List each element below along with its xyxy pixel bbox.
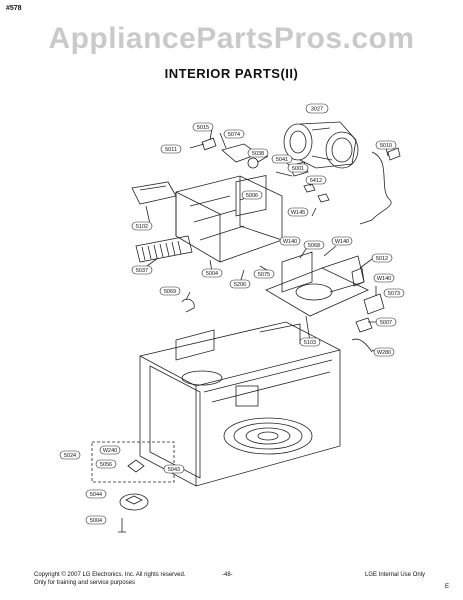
callout-label: 5037 xyxy=(136,268,148,274)
callout-label: 5041 xyxy=(276,157,288,163)
cavity-drawing xyxy=(139,321,341,487)
copyright-notice: Copyright © 2007 LG Electronics. Inc. Al… xyxy=(34,571,186,587)
callout-5038: 5038 xyxy=(247,148,269,158)
fan-motor-drawing xyxy=(283,121,359,169)
callout-label: 5015 xyxy=(197,125,209,131)
callout-label: 5004 xyxy=(90,518,102,524)
callout-label: 5024 xyxy=(64,453,76,459)
callout-5102: 5102 xyxy=(131,221,153,231)
callout-label: 3027 xyxy=(311,107,323,113)
callout-5004-a: 5004 xyxy=(201,268,223,278)
callout-label: 5010 xyxy=(380,143,392,149)
callout-label: 5069 xyxy=(164,289,176,295)
page-number: -48- xyxy=(222,572,233,578)
callout-label: W140 xyxy=(283,239,297,245)
callout-label: 5074 xyxy=(228,132,240,138)
power-cord-drawing xyxy=(359,151,392,225)
callout-5041: 5041 xyxy=(271,154,293,164)
callout-5044: 5044 xyxy=(85,489,107,499)
callout-5206: 5206 xyxy=(229,279,251,289)
corner-mark: E xyxy=(445,584,450,590)
internal-use-label: LGE Internal Use Only xyxy=(365,572,426,578)
base-plate-drawing xyxy=(265,251,369,317)
page-title: INTERIOR PARTS(II) xyxy=(164,66,299,81)
callout-label: 5012 xyxy=(376,256,388,262)
callout-5015: 5015 xyxy=(192,122,214,132)
document-code: #578 xyxy=(6,5,22,12)
callout-5004-b: 5004 xyxy=(85,515,107,525)
callout-label: 5206 xyxy=(234,282,246,288)
callout-3027: 3027 xyxy=(305,103,329,114)
watermark: AppliancePartsPros.com xyxy=(48,22,415,55)
callout-5068: 5068 xyxy=(303,240,325,250)
callout-5007: 5007 xyxy=(375,317,397,327)
callout-W140-a: W140 xyxy=(279,236,301,246)
callout-W140-b: W140 xyxy=(331,236,353,246)
callout-W240: W240 xyxy=(99,445,121,455)
usage-line: Only for training and service purposes xyxy=(34,580,136,586)
callout-5011: 5011 xyxy=(160,144,182,154)
callout-W140-c: W140 xyxy=(373,273,395,283)
callout-W145: W145 xyxy=(287,207,309,217)
callout-5024: 5024 xyxy=(59,450,81,460)
callout-5069: 5069 xyxy=(159,286,181,296)
callout-label: W240 xyxy=(103,448,117,454)
callout-label: 5043 xyxy=(168,467,180,473)
callout-5012: 5012 xyxy=(371,253,393,263)
callout-label: 5001 xyxy=(292,166,304,172)
filter-drawing xyxy=(135,235,193,263)
callout-label: 5073 xyxy=(388,291,400,297)
callout-W280: W280 xyxy=(373,347,395,357)
bracket-drawing xyxy=(175,174,283,263)
callout-5103: 5103 xyxy=(299,337,321,347)
callout-5043: 5043 xyxy=(163,464,185,474)
callout-label: 5007 xyxy=(380,320,392,326)
callout-5010: 5010 xyxy=(375,140,397,150)
callout-label: W140 xyxy=(335,239,349,245)
callout-label: 5056 xyxy=(100,462,112,468)
callout-label: 5044 xyxy=(90,492,102,498)
callout-label: W140 xyxy=(377,276,391,282)
callout-label: 5412 xyxy=(310,178,322,184)
callout-label: 5006 xyxy=(246,193,258,199)
callout-5056: 5056 xyxy=(95,459,117,469)
callout-label: W280 xyxy=(377,350,391,356)
callout-label: 5075 xyxy=(258,272,270,278)
callout-5001: 5001 xyxy=(287,163,309,173)
callout-label: 5038 xyxy=(252,151,264,157)
callout-5412: 5412 xyxy=(305,175,327,185)
callout-label: 5011 xyxy=(165,147,177,153)
callout-5037: 5037 xyxy=(131,265,153,275)
callout-5073: 5073 xyxy=(383,288,405,298)
callout-5075: 5075 xyxy=(253,269,275,279)
callout-label: 5068 xyxy=(308,243,320,249)
callout-label: W145 xyxy=(291,210,305,216)
callout-5074: 5074 xyxy=(223,129,245,139)
callout-5006: 5006 xyxy=(241,190,263,200)
copyright-line: Copyright © 2007 LG Electronics. Inc. Al… xyxy=(34,572,186,578)
callout-label: 5004 xyxy=(206,271,218,277)
callout-label: 5102 xyxy=(136,224,148,230)
callout-label: 5103 xyxy=(304,340,316,346)
